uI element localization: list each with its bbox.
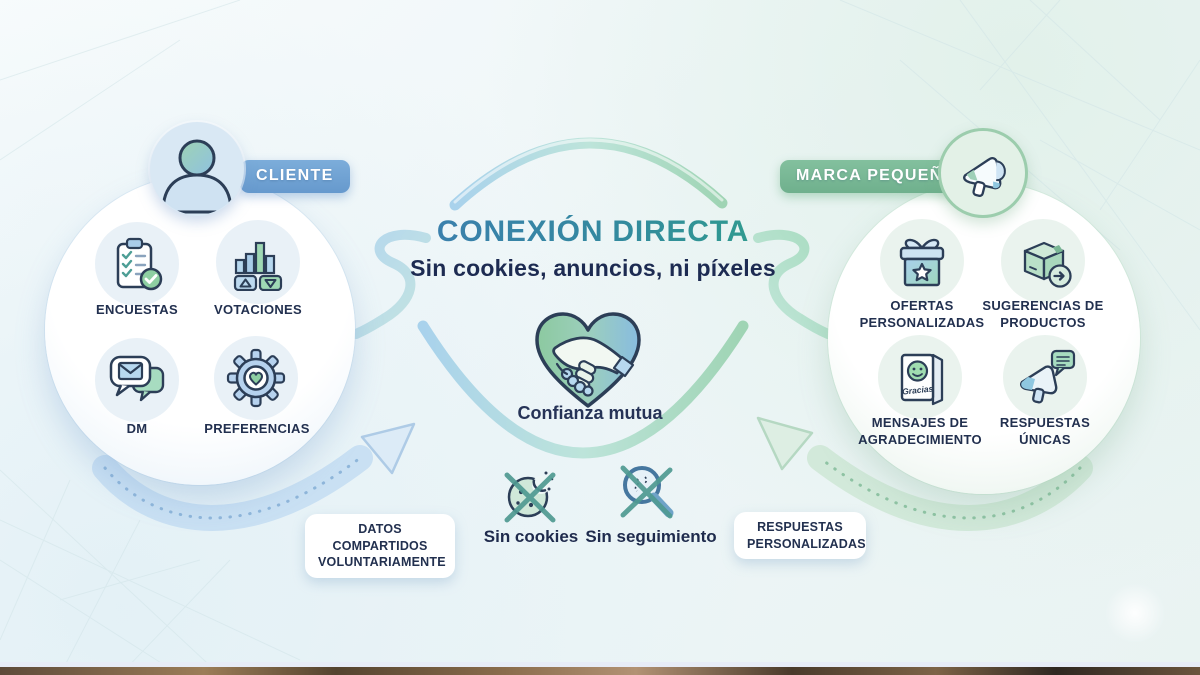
page-title: CONEXIÓN DIRECTA bbox=[410, 215, 776, 249]
megaphone-icon bbox=[963, 157, 1006, 197]
megaphone-bubble-icon bbox=[1020, 349, 1076, 404]
card-text: Gracias bbox=[902, 383, 934, 396]
crossed-magnifier-icon bbox=[620, 465, 674, 519]
flow-arrow-right bbox=[756, 416, 1093, 531]
no-cookies-wrap bbox=[500, 464, 562, 526]
bottom-photo-strip bbox=[0, 667, 1200, 675]
person-icon bbox=[161, 139, 233, 214]
tile-preferencias bbox=[214, 336, 298, 420]
label-votaciones: VOTACIONES bbox=[214, 302, 302, 317]
no-tracking-wrap bbox=[614, 459, 678, 523]
tile-votaciones bbox=[216, 220, 300, 304]
heart-handshake-icon bbox=[535, 312, 641, 408]
trust-label: Confianza mutua bbox=[517, 403, 663, 423]
center-heading: CONEXIÓN DIRECTA Sin cookies, anuncios, … bbox=[410, 215, 776, 282]
gift-icon bbox=[899, 238, 945, 287]
no-tracking-label: Sin seguimiento bbox=[585, 527, 717, 546]
tile-sugerencias bbox=[1001, 219, 1085, 303]
label-mensajes: MENSAJES DE AGRADECIMIENTO bbox=[858, 415, 982, 447]
tile-respuestas bbox=[1003, 335, 1087, 419]
tile-dm bbox=[95, 338, 179, 422]
client-circle bbox=[45, 175, 355, 485]
gear-heart-icon bbox=[226, 348, 286, 408]
brand-avatar bbox=[938, 128, 1028, 218]
flow-arrow-left bbox=[92, 422, 416, 531]
label-preferencias: PREFERENCIAS bbox=[204, 421, 310, 436]
vote-bars-icon bbox=[233, 241, 283, 291]
flow-label-left: DATOS COMPARTIDOS VOLUNTARIAMENTE bbox=[305, 514, 455, 578]
sparkle-glow bbox=[1100, 582, 1170, 644]
package-icon bbox=[1023, 241, 1072, 288]
direct-message-icon bbox=[109, 355, 165, 402]
client-avatar bbox=[150, 122, 244, 216]
label-encuestas: ENCUESTAS bbox=[96, 302, 178, 317]
label-respuestas: RESPUESTAS ÚNICAS bbox=[999, 415, 1091, 447]
connection-tubes bbox=[351, 137, 833, 459]
clipboard-check-icon bbox=[116, 237, 163, 291]
heart-handshake-wrap bbox=[527, 308, 649, 412]
thank-you-card-icon: Gracias bbox=[900, 353, 944, 406]
crossed-cookie-icon bbox=[504, 471, 556, 523]
label-dm: DM bbox=[126, 421, 148, 436]
flow-label-right: RESPUESTAS PERSONALIZADAS bbox=[734, 512, 866, 559]
no-cookies-label: Sin cookies bbox=[483, 527, 579, 546]
brand-circle bbox=[828, 182, 1140, 494]
tile-encuestas bbox=[95, 222, 179, 306]
tile-ofertas bbox=[880, 219, 964, 303]
bottom-light-strip bbox=[0, 662, 1200, 667]
label-ofertas: OFERTAS PERSONALIZADAS bbox=[859, 298, 985, 330]
label-sugerencias: SUGERENCIAS DE PRODUCTOS bbox=[982, 298, 1104, 330]
tile-mensajes: Gracias bbox=[878, 335, 962, 419]
client-badge: CLIENTE bbox=[240, 160, 350, 193]
page-subtitle: Sin cookies, anuncios, ni píxeles bbox=[410, 255, 776, 281]
